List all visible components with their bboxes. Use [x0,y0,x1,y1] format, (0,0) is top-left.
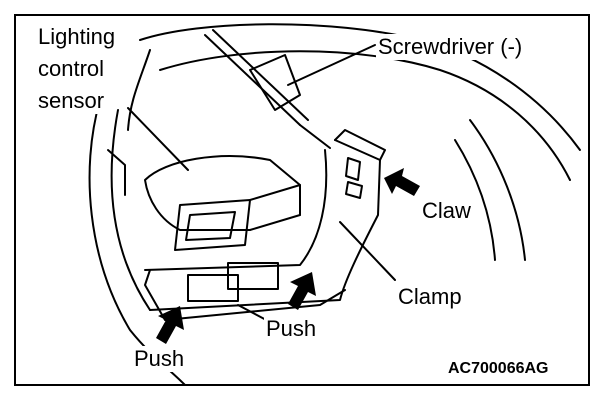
trim-ridge [107,149,126,196]
trim-outer-left [88,99,186,386]
sensor-body [144,155,301,231]
label-sensor-line-3: sensor [36,88,107,114]
label-clamp: Clamp [396,284,464,310]
clamp-hole-1 [345,157,361,181]
screwdriver-tip [299,124,331,149]
sensor-side [249,184,301,216]
trim-right-inner [454,139,496,261]
label-claw: Claw [420,198,473,224]
figure-code: AC700066AG [448,360,549,377]
label-sensor-line-2: control [36,56,107,82]
clamp-top-tab [334,129,386,161]
push-arrow-right [288,272,316,310]
screwdriver-shaft [204,34,301,126]
trim-right [469,119,526,261]
clamp-base [144,269,346,321]
screwdriver-shaft-2 [212,29,309,121]
label-sensor-line-1: Lighting [36,24,118,50]
sensor-face [174,199,251,251]
screwdriver-handle [249,54,301,111]
trim-top-inner [159,50,571,181]
label-push-left: Push [132,346,187,372]
clamp-outer [149,139,381,311]
sensor-window [185,211,236,241]
trim-upper-left [127,49,151,131]
trim-inner-left [110,109,151,311]
push-tab-2 [227,262,279,290]
push-arrow-left [156,306,184,344]
clamp-hole-2 [345,181,363,199]
label-screwdriver: Screwdriver (-) [376,34,525,60]
claw-arrow [384,168,420,196]
label-push-right: Push [264,316,319,342]
clamp-inner [144,149,328,271]
figure-border [14,14,590,386]
